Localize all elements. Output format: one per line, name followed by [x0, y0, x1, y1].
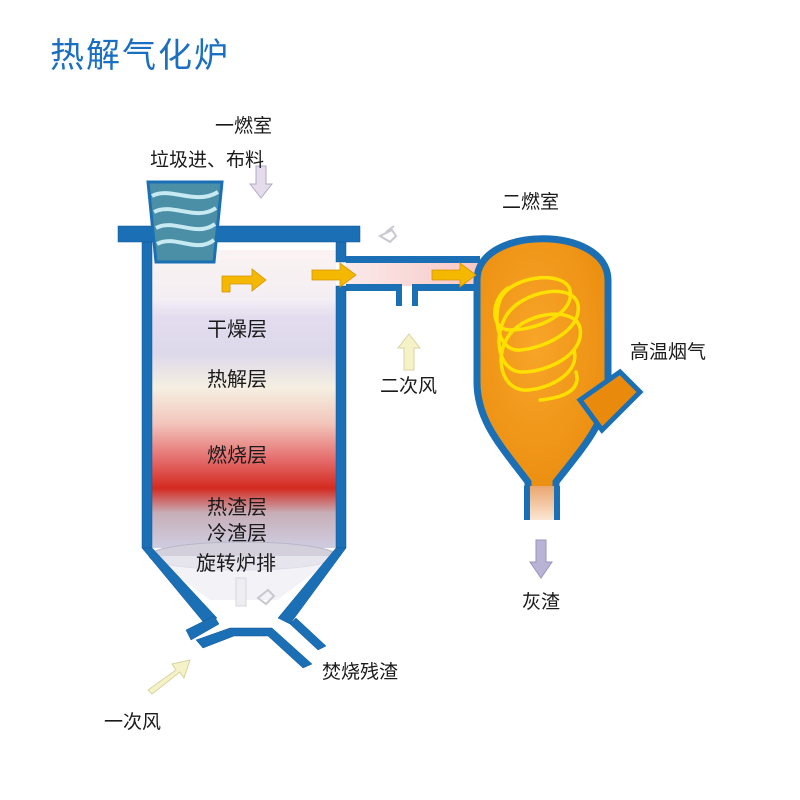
cold-slag-layer-label: 冷渣层 [207, 521, 267, 545]
combustion-layer-label: 燃烧层 [207, 443, 267, 467]
gas-flow-arrows [221, 262, 477, 293]
waste-feed-label: 垃圾进、布料 [150, 149, 264, 171]
ash-arrow [529, 539, 553, 579]
gas-flow-arrow-2 [311, 262, 357, 288]
primary-chamber-label: 一燃室 [215, 115, 272, 137]
gas-flow-arrow-3 [431, 262, 477, 288]
hot-slag-layer-label: 热渣层 [207, 495, 267, 519]
ash-outlet-wall [524, 486, 560, 520]
high-temp-flue-gas-label: 高温烟气 [630, 341, 706, 363]
secondary-air-label: 二次风 [380, 375, 437, 397]
ash-label: 灰渣 [522, 591, 560, 613]
pyrolysis-layer-label: 热解层 [207, 367, 267, 391]
slag-chute [235, 577, 247, 607]
flue-gas-outlet [576, 368, 644, 434]
recirculation-icon [377, 225, 398, 244]
primary-chamber-layers [151, 298, 336, 548]
gas-duct-wall [346, 256, 480, 306]
primary-air-label: 一次风 [104, 711, 161, 733]
drying-layer-label: 干燥层 [207, 317, 267, 341]
gas-flow-arrow-1 [221, 268, 267, 293]
page-title: 热解气化炉 [50, 36, 230, 76]
primary-air-arrow [147, 659, 191, 695]
secondary-chamber-label: 二燃室 [502, 191, 559, 213]
primary-chamber-arrow [248, 165, 274, 199]
ash-outlet [530, 486, 554, 520]
incineration-residue-label: 焚烧残渣 [322, 661, 398, 683]
waste-feed-screw [146, 180, 224, 264]
recirculation-icon-2 [256, 588, 276, 606]
rotating-grate-label: 旋转炉排 [196, 551, 276, 575]
secondary-air-arrow [396, 333, 422, 371]
heating-coil [493, 276, 583, 402]
